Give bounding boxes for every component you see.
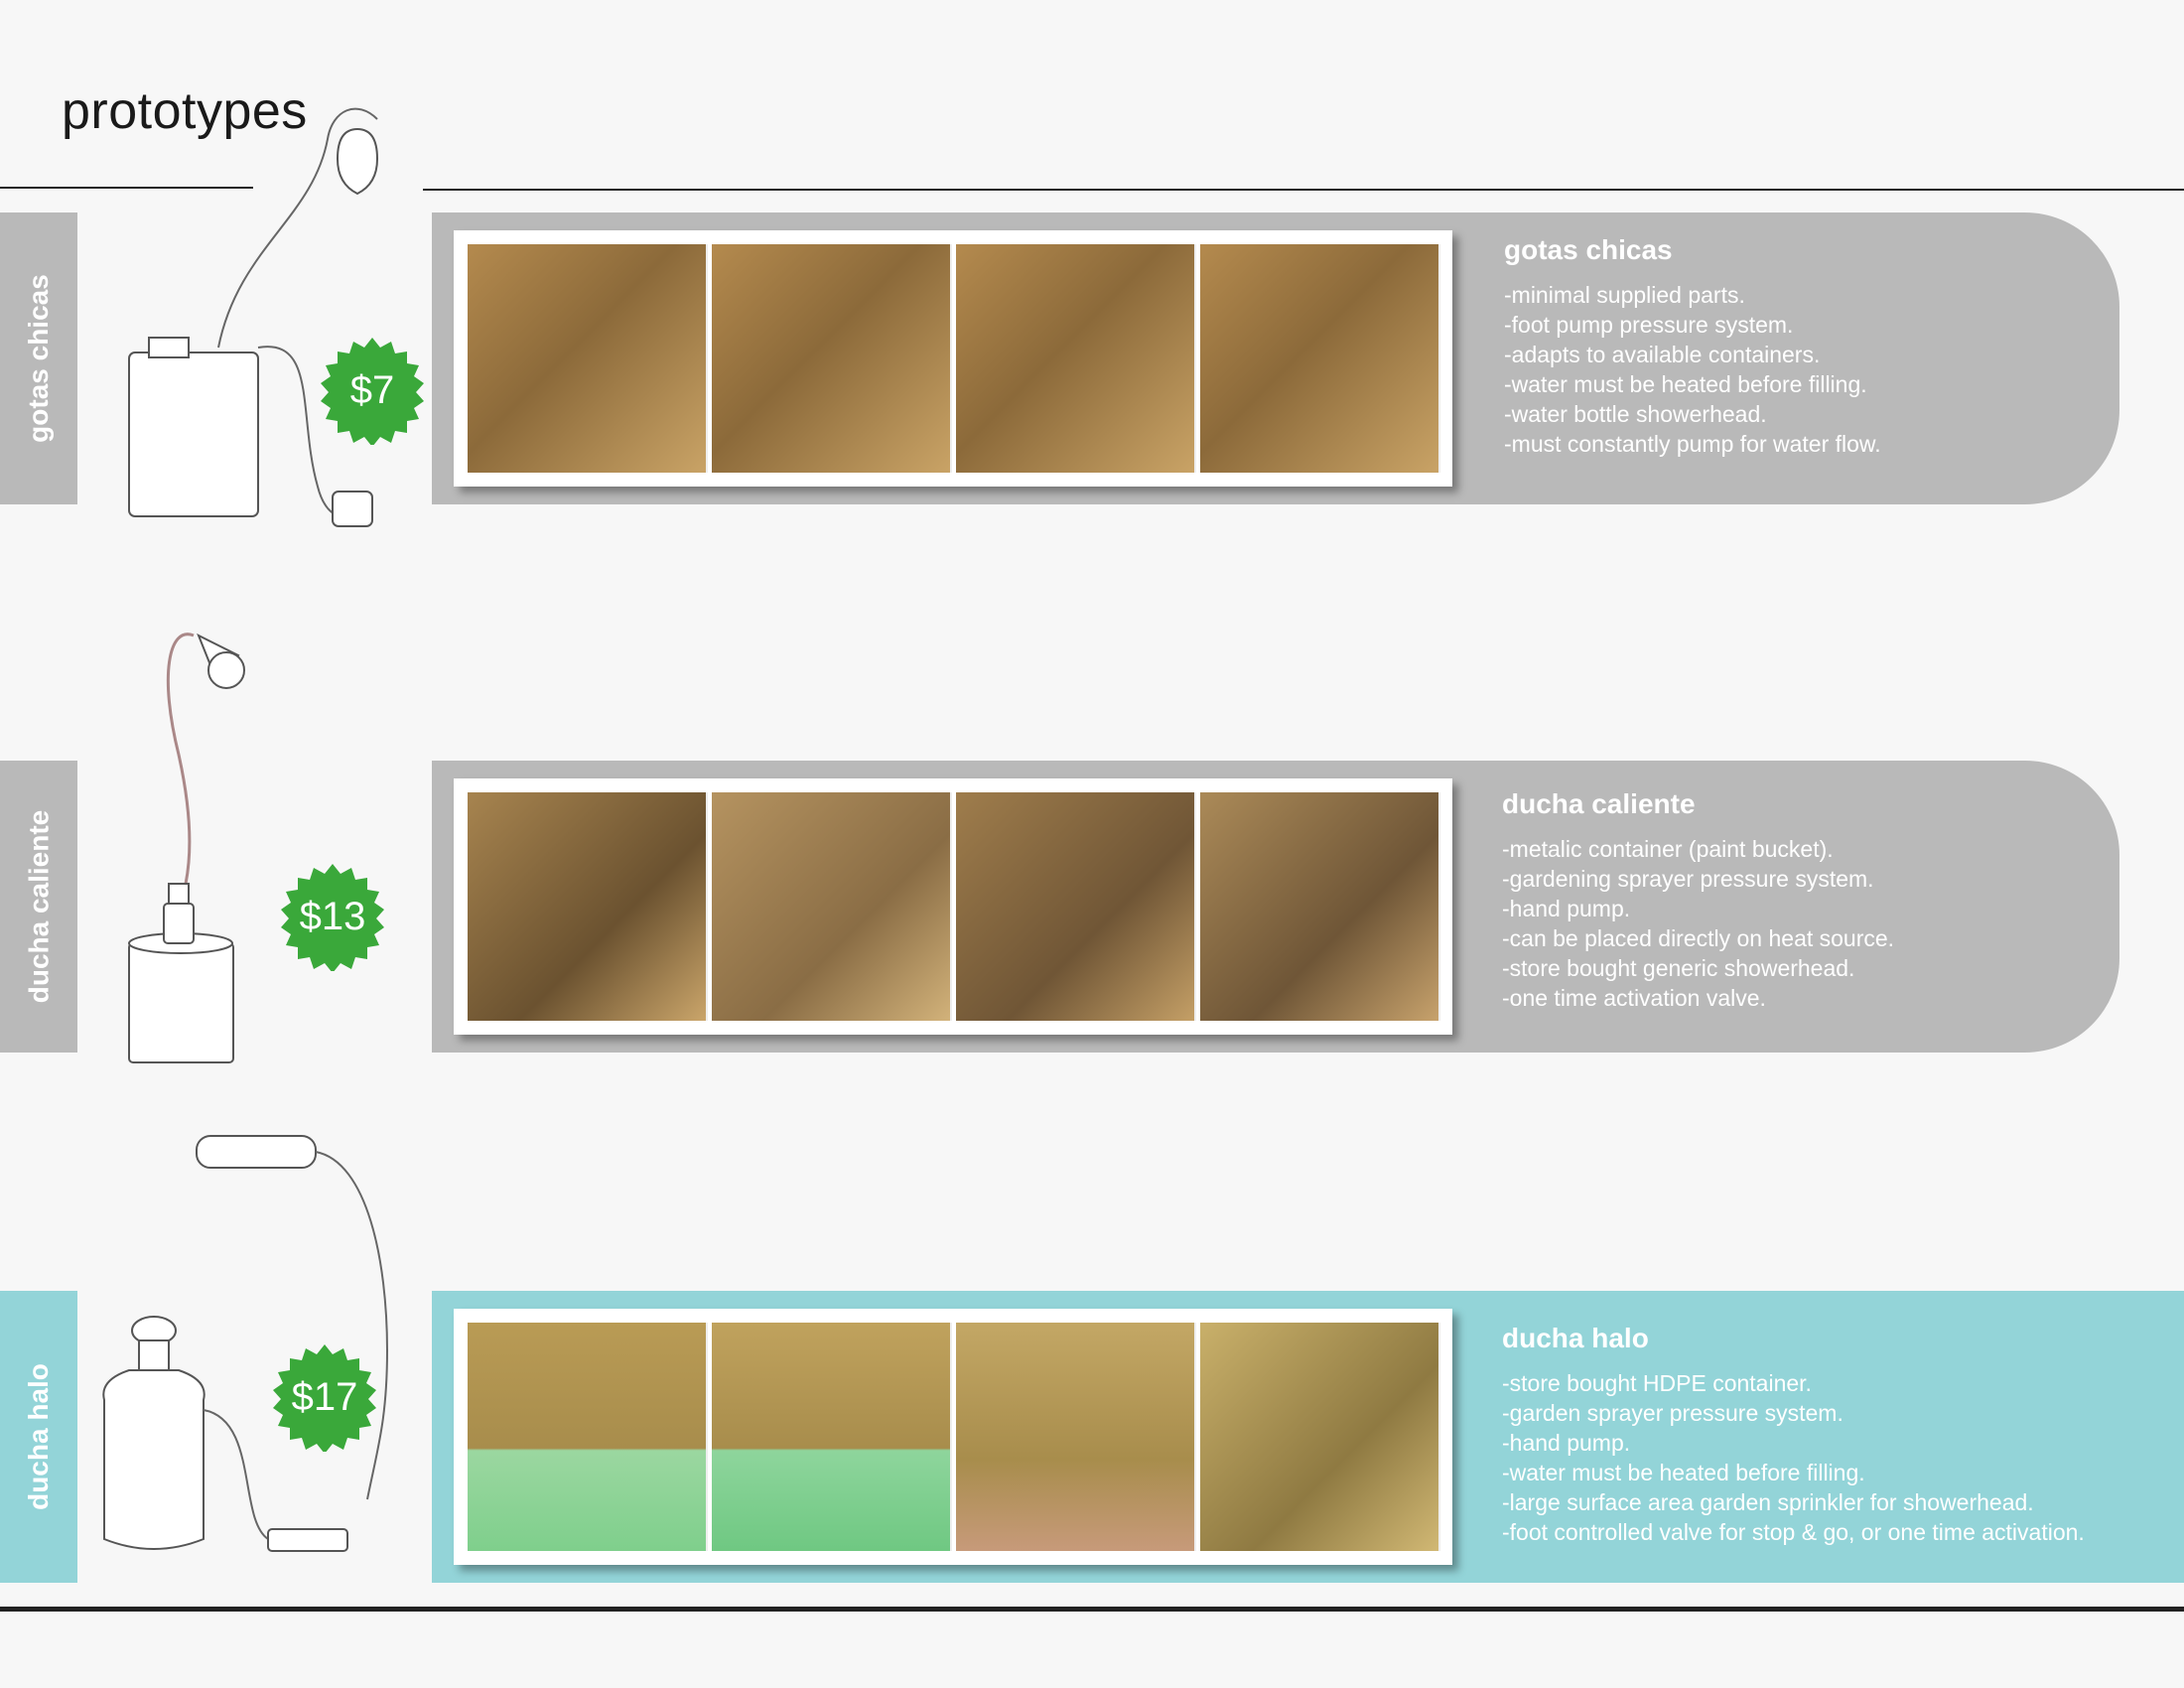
feature-list: -metalic container (paint bucket). -gard… [1502,834,1894,1013]
feature-item: -store bought generic showerhead. [1502,955,1855,981]
feature-item: -metalic container (paint bucket). [1502,836,1834,862]
header-rule-right [423,189,2184,191]
side-tab-gotas-chicas: gotas chicas [0,212,77,504]
gotas-chicas-sketch [128,107,379,527]
photo [468,1323,708,1551]
side-tab-ducha-caliente: ducha caliente [0,761,77,1053]
ducha-caliente-sketch [128,633,245,1063]
price-badge-ducha-halo: $17 [273,1344,376,1452]
photo-strip [454,778,1452,1035]
photo-strip [454,1309,1452,1565]
feature-list: -minimal supplied parts. -foot pump pres… [1504,280,1881,459]
band-ducha-caliente: ducha caliente -metalic container (paint… [432,761,2119,1053]
side-tab-label: ducha halo [23,1363,55,1510]
price-badge-gotas-chicas: $7 [321,338,424,445]
feature-item: -foot controlled valve for stop & go, or… [1502,1519,2085,1545]
photo [468,792,708,1021]
feature-item: -foot pump pressure system. [1504,312,1794,338]
photo [712,244,952,473]
band-ducha-halo: ducha halo -store bought HDPE container.… [432,1291,2184,1583]
feature-item: -must constantly pump for water flow. [1504,431,1881,457]
feature-item: -one time activation valve. [1502,985,1766,1011]
feature-item: -gardening sprayer pressure system. [1502,866,1874,892]
band-gotas-chicas: gotas chicas -minimal supplied parts. -f… [432,212,2119,504]
feature-item: -garden sprayer pressure system. [1502,1400,1843,1426]
feature-list: -store bought HDPE container. -garden sp… [1502,1368,2085,1547]
price-text: $17 [292,1375,358,1419]
photo-strip [454,230,1452,487]
footer-rule [0,1607,2184,1612]
feature-item: -store bought HDPE container. [1502,1370,1812,1396]
feature-item: -adapts to available containers. [1504,342,1821,367]
photo [712,1323,952,1551]
feature-item: -hand pump. [1502,896,1631,921]
price-text: $13 [300,895,366,938]
photo [468,244,708,473]
side-tab-label: gotas chicas [23,274,55,443]
price-badge-ducha-caliente: $13 [281,864,384,971]
prototype-title: gotas chicas [1504,234,1673,265]
side-tab-ducha-halo: ducha halo [0,1291,77,1583]
feature-item: -hand pump. [1502,1430,1631,1456]
photo [956,1323,1196,1551]
feature-item: -water must be heated before filling. [1502,1460,1865,1485]
photo [956,792,1196,1021]
feature-item: -large surface area garden sprinkler for… [1502,1489,2034,1515]
photo [1200,1323,1440,1551]
side-tab-label: ducha caliente [23,809,55,1004]
price-text: $7 [350,368,395,412]
photo [1200,792,1440,1021]
ducha-halo-sketch [102,1135,389,1552]
prototype-title: ducha halo [1502,1323,1649,1353]
header-rule-left [0,187,253,189]
feature-item: -minimal supplied parts. [1504,282,1745,308]
page-title: prototypes [62,82,308,140]
photo [1200,244,1440,473]
photo [712,792,952,1021]
prototype-title: ducha caliente [1502,788,1696,819]
feature-item: -water bottle showerhead. [1504,401,1767,427]
feature-item: -water must be heated before filling. [1504,371,1867,397]
feature-item: -can be placed directly on heat source. [1502,925,1895,951]
photo [956,244,1196,473]
